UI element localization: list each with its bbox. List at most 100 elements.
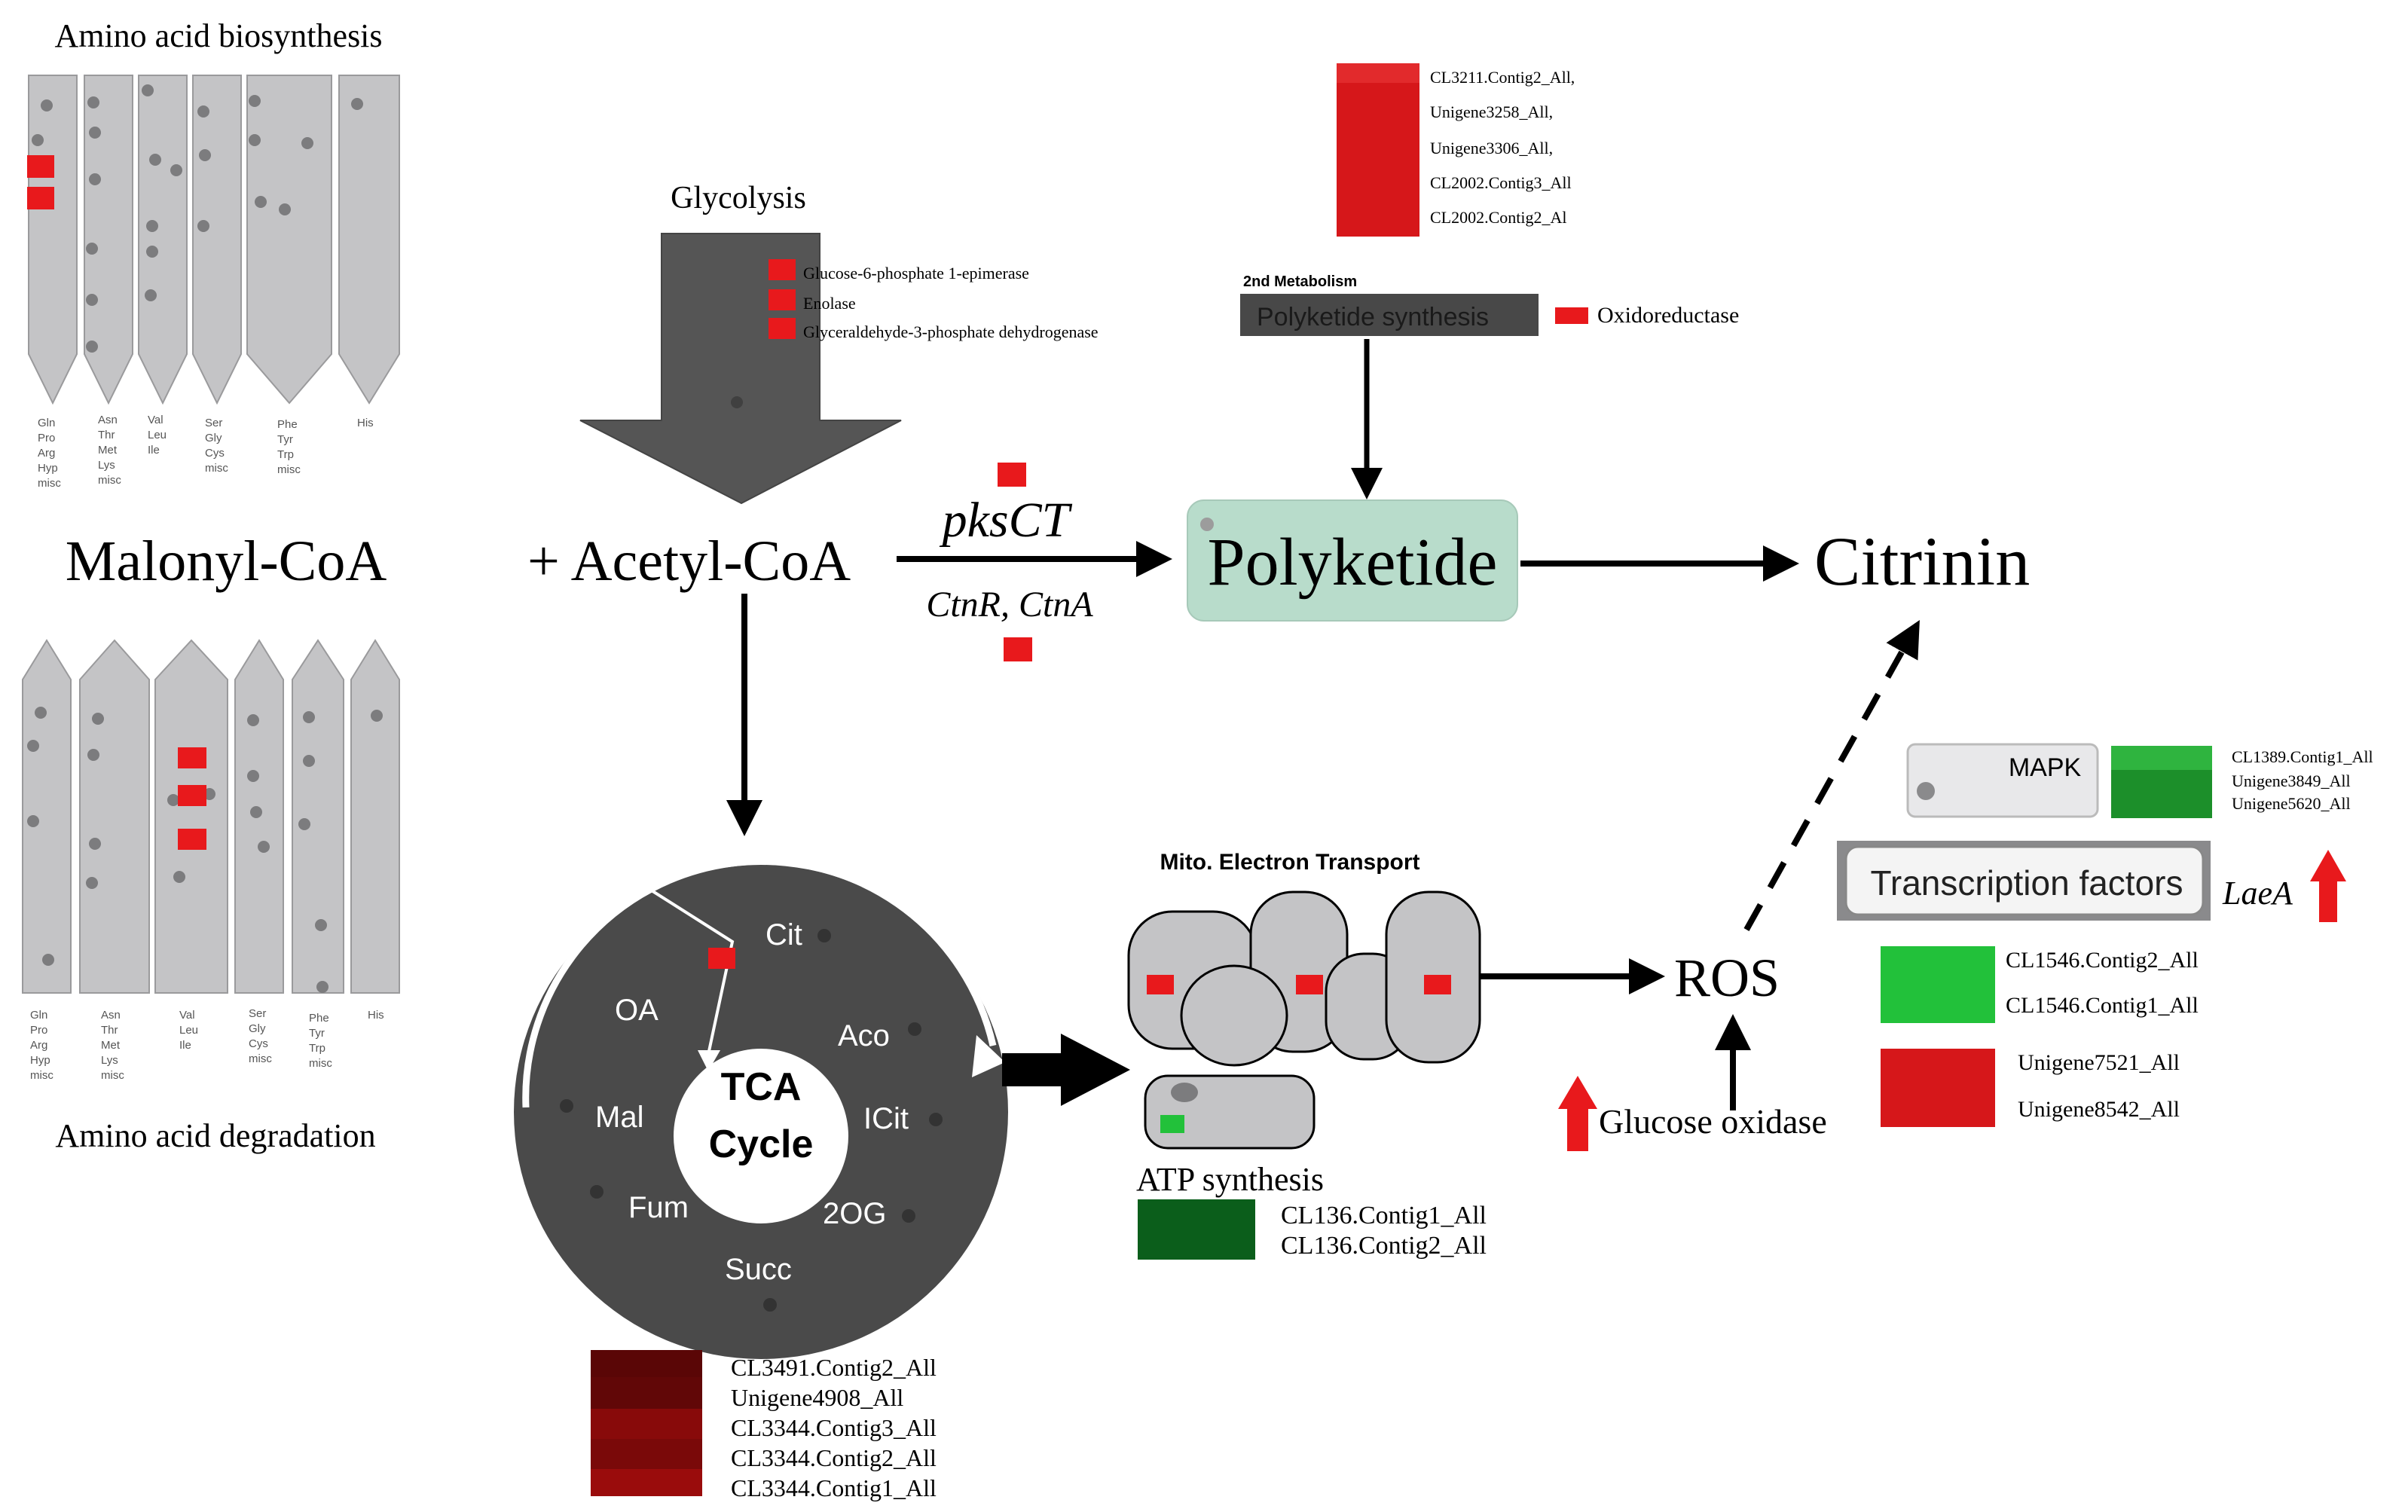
gene-label: CL3344.Contig3_All	[731, 1414, 937, 1441]
transcription-factors-label: Transcription factors	[1871, 863, 2183, 903]
tca-metabolites: Cit Aco ICit 2OG Succ Fum Mal OA	[595, 918, 909, 1286]
degradation-column-2	[79, 639, 150, 994]
tca-hub-label-bottom: Cycle	[709, 1123, 814, 1166]
gene-label: CL3491.Contig2_All	[731, 1354, 937, 1381]
transcription-factors-block: Transcription factors LaeA CL1546.Contig…	[1837, 841, 2346, 1127]
transcription-green-gene-labels: CL1546.Contig2_All CL1546.Contig1_All	[2006, 948, 2199, 1018]
degradation-column-5	[292, 639, 344, 994]
polyketide-synthesis-box	[1240, 294, 1539, 336]
atp-gene-labels: CL136.Contig1_All CL136.Contig2_All	[1281, 1202, 1487, 1260]
biosynthesis-dot	[249, 95, 261, 107]
degradation-dot	[86, 877, 98, 889]
transcription-red-gene-labels: Unigene7521_All Unigene8542_All	[2018, 1050, 2180, 1122]
mapk-gene-labels: CL1389.Contig1_All Unigene3849_All Unige…	[2232, 747, 2373, 813]
mapk-gene-heatmap-row	[2111, 770, 2212, 818]
biosynthesis-dot	[301, 137, 313, 149]
aa-label: Gly	[249, 1022, 266, 1035]
second-metabolism-title: 2nd Metabolism	[1243, 273, 1357, 290]
biosynthesis-dots	[32, 84, 363, 353]
ros-label: ROS	[1674, 948, 1780, 1008]
tca-metabolite-succ: Succ	[725, 1253, 792, 1286]
tca-dot	[902, 1209, 915, 1223]
gene-label: CL1389.Contig1_All	[2232, 747, 2373, 766]
aa-label: misc	[277, 463, 301, 476]
aa-label: misc	[309, 1057, 332, 1070]
biosynthesis-column-3	[138, 75, 188, 405]
gene-label: CL2002.Contig3_All	[1430, 173, 1572, 192]
mito-up-marker	[1296, 975, 1323, 994]
aa-label: Tyr	[309, 1027, 325, 1040]
tca-metabolite-fum: Fum	[628, 1191, 689, 1224]
degradation-up-marker	[178, 747, 206, 768]
aa-label: misc	[205, 462, 228, 475]
degradation-dot	[316, 981, 329, 993]
biosynthesis-dot	[86, 243, 98, 255]
biosynthesis-dot	[149, 154, 161, 166]
degradation-dot	[89, 838, 101, 850]
atp-gene-heatmap	[1138, 1199, 1255, 1260]
aa-label: Val	[148, 414, 163, 426]
malonyl-coa-label: Malonyl-CoA	[66, 530, 387, 593]
mito-title: Mito. Electron Transport	[1160, 850, 1419, 875]
svg-text:His: His	[357, 417, 374, 429]
aa-label: Lys	[98, 459, 115, 472]
mito-up-marker	[1147, 975, 1174, 994]
aa-label: Pro	[30, 1024, 47, 1037]
aa-label: Hyp	[30, 1054, 50, 1067]
aa-label: Trp	[277, 448, 294, 461]
biosynthesis-dot	[145, 289, 157, 301]
glycolysis-block: Glycolysis Glucose-6-phosphate 1-epimera…	[579, 181, 1099, 505]
biosynthesis-dot	[146, 220, 158, 232]
tca-cycle-arrowhead	[972, 1035, 1005, 1077]
mapk-label: MAPK	[2009, 753, 2082, 782]
degradation-dot	[35, 707, 47, 719]
transcription-green-heatmap	[1881, 946, 1995, 1023]
svg-text:His: His	[368, 1009, 384, 1022]
glycolysis-gene-labels: Glucose-6-phosphate 1-epimerase Enolase …	[803, 264, 1099, 341]
degradation-dot	[27, 740, 39, 752]
tca-dots	[560, 929, 943, 1312]
glycolysis-arrow	[579, 233, 902, 505]
aa-label: Gln	[30, 1009, 47, 1022]
ctnr-ctna-gene-label: CtnR, CtnA	[926, 585, 1093, 625]
biosynthesis-dot	[86, 294, 98, 306]
degradation-dot	[303, 711, 315, 723]
gene-label: CL1546.Contig2_All	[2006, 948, 2199, 973]
biosynthesis-column-6	[338, 75, 400, 405]
tca-heatmap-cell	[591, 1377, 702, 1409]
gene-label: Unigene4908_All	[731, 1384, 903, 1411]
mito-up-marker	[1424, 975, 1451, 994]
aa-label: His	[357, 417, 374, 429]
gene-label: Unigene5620_All	[2232, 794, 2351, 813]
biosynthesis-dot	[170, 164, 182, 176]
glycolysis-up-marker	[769, 259, 796, 280]
biosynthesis-dot	[279, 203, 291, 215]
tca-dot	[817, 929, 831, 942]
gene-label: CL1546.Contig1_All	[2006, 993, 2199, 1018]
aa-label: Ser	[249, 1007, 266, 1020]
degradation-up-marker	[178, 829, 206, 850]
aa-label: Gly	[205, 432, 222, 444]
ctnr-ctna-up-marker	[1004, 637, 1032, 661]
tca-heatmap-cell	[591, 1439, 702, 1469]
mapk-gene-heatmap-row	[2111, 746, 2212, 770]
biosynthesis-dot	[87, 96, 99, 108]
degradation-dot	[303, 755, 315, 767]
biosynthesis-dot	[249, 134, 261, 146]
biosynthesis-columns	[28, 75, 400, 405]
polyketide-synthesis-label: Polyketide synthesis	[1257, 303, 1489, 331]
second-metabolism-block: CL3211.Contig2_All, Unigene3258_All, Uni…	[1240, 63, 1739, 499]
atp-synthase-dot	[1171, 1083, 1198, 1102]
aa-label: Gln	[38, 417, 55, 429]
degradation-dot	[87, 749, 99, 761]
biosynthesis-dot	[199, 149, 211, 161]
gene-label: Unigene8542_All	[2018, 1097, 2180, 1122]
tca-cycle: TCA Cycle Cit Aco ICit 2OG Succ Fum Mal …	[514, 857, 1008, 1359]
